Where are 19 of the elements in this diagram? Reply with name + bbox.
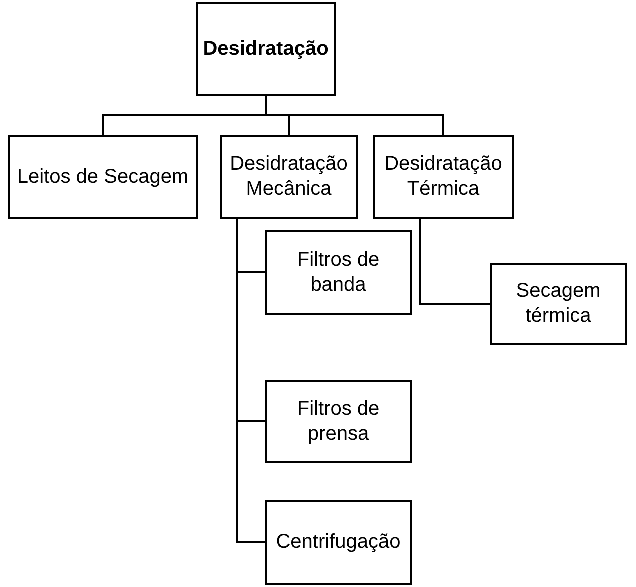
- category-box: [265, 230, 412, 315]
- box-label: Secagem térmica: [515, 279, 602, 329]
- category-box: [373, 135, 514, 219]
- connector-line: [265, 96, 444, 135]
- box-label: Desidratação: [203, 36, 329, 62]
- box-label: Centrifugação: [276, 530, 401, 555]
- box-label: Filtros de banda: [296, 248, 381, 298]
- category-box: [265, 500, 412, 585]
- category-box: [8, 135, 198, 219]
- connector-line: [236, 219, 265, 544]
- category-box: [265, 380, 412, 463]
- box-label: Filtros de prensa: [296, 396, 381, 446]
- connector-line: [419, 219, 490, 305]
- box-label: Desidratação Térmica: [384, 152, 504, 202]
- box-label: Leitos de Secagem: [17, 164, 189, 190]
- category-box: [490, 263, 627, 345]
- box-label: Desidratação Mecânica: [229, 152, 349, 202]
- category-box: [220, 135, 358, 219]
- category-box: [196, 2, 336, 96]
